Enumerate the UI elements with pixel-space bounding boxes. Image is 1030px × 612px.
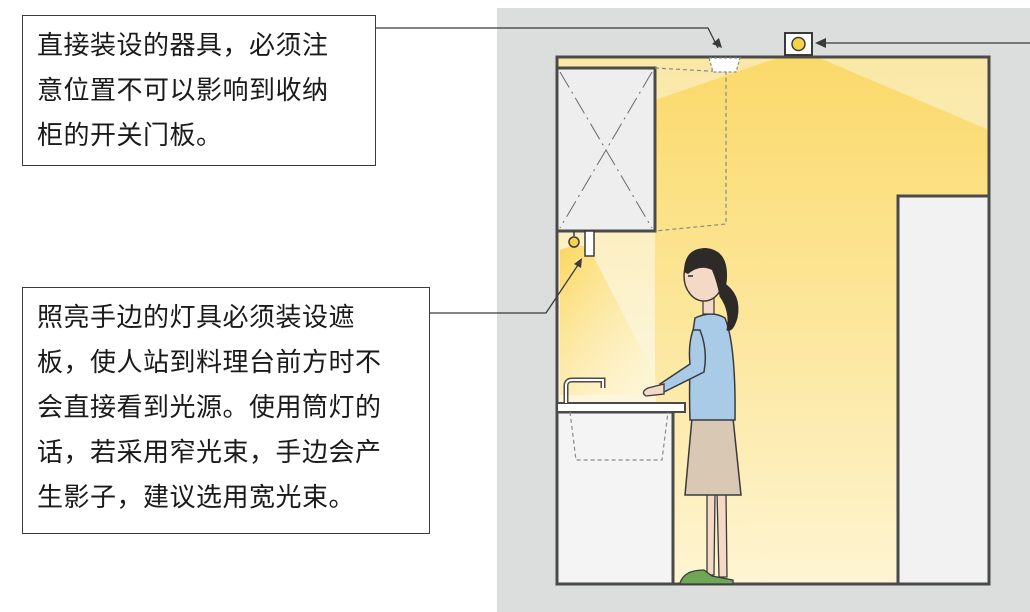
ponytail <box>719 281 739 331</box>
annotation-hand-light-shield: 照亮手边的灯具必须装设遮 板，使人站到料理台前方时不 会直接看到光源。使用筒灯的… <box>22 287 430 534</box>
person <box>642 248 742 585</box>
hand-light-shield <box>584 230 595 257</box>
ceiling-fixture-outline <box>708 57 741 73</box>
sink-basin <box>569 411 669 461</box>
hand-light-lamp <box>568 236 580 248</box>
skirt <box>684 417 742 496</box>
counter-top <box>556 402 686 413</box>
leader-arrow-top <box>712 38 722 48</box>
base-cabinet <box>555 410 675 586</box>
faucet-inner <box>565 379 604 403</box>
ceiling-light-beam <box>655 55 989 584</box>
annotation-line: 话，若采用窄光束，手边会产 <box>37 438 382 468</box>
leader-line-bottom <box>430 261 581 314</box>
hand <box>642 383 665 397</box>
hair <box>684 248 728 298</box>
annotation-line: 直接装设的器具，必须注 <box>37 31 329 61</box>
cabinet-door-swing <box>654 67 727 232</box>
arm <box>659 329 707 394</box>
right-wall-panel <box>896 194 991 586</box>
hand-light-beam <box>560 246 665 395</box>
leader-arrow-bottom <box>574 258 582 268</box>
annotation-line: 板，使人站到料理台前方时不 <box>37 348 382 378</box>
ceiling-downlight-lamp <box>791 36 806 52</box>
leader-line-top <box>376 27 719 49</box>
slipper <box>679 569 734 585</box>
annotation-line: 意位置不可以影响到收纳 <box>37 76 329 106</box>
annotation-cabinet-clearance: 直接装设的器具，必须注 意位置不可以影响到收纳 柜的开关门板。 <box>22 15 376 166</box>
annotation-line: 生影子，建议选用宽光束。 <box>37 483 356 513</box>
annotation-line: 会直接看到光源。使用筒灯的 <box>37 393 382 423</box>
leader-arrow-right <box>815 38 826 48</box>
cabinet-door-diagonal <box>559 71 653 229</box>
annotation-line: 柜的开关门板。 <box>37 121 223 151</box>
annotation-line: 照亮手边的灯具必须装设遮 <box>37 303 356 333</box>
